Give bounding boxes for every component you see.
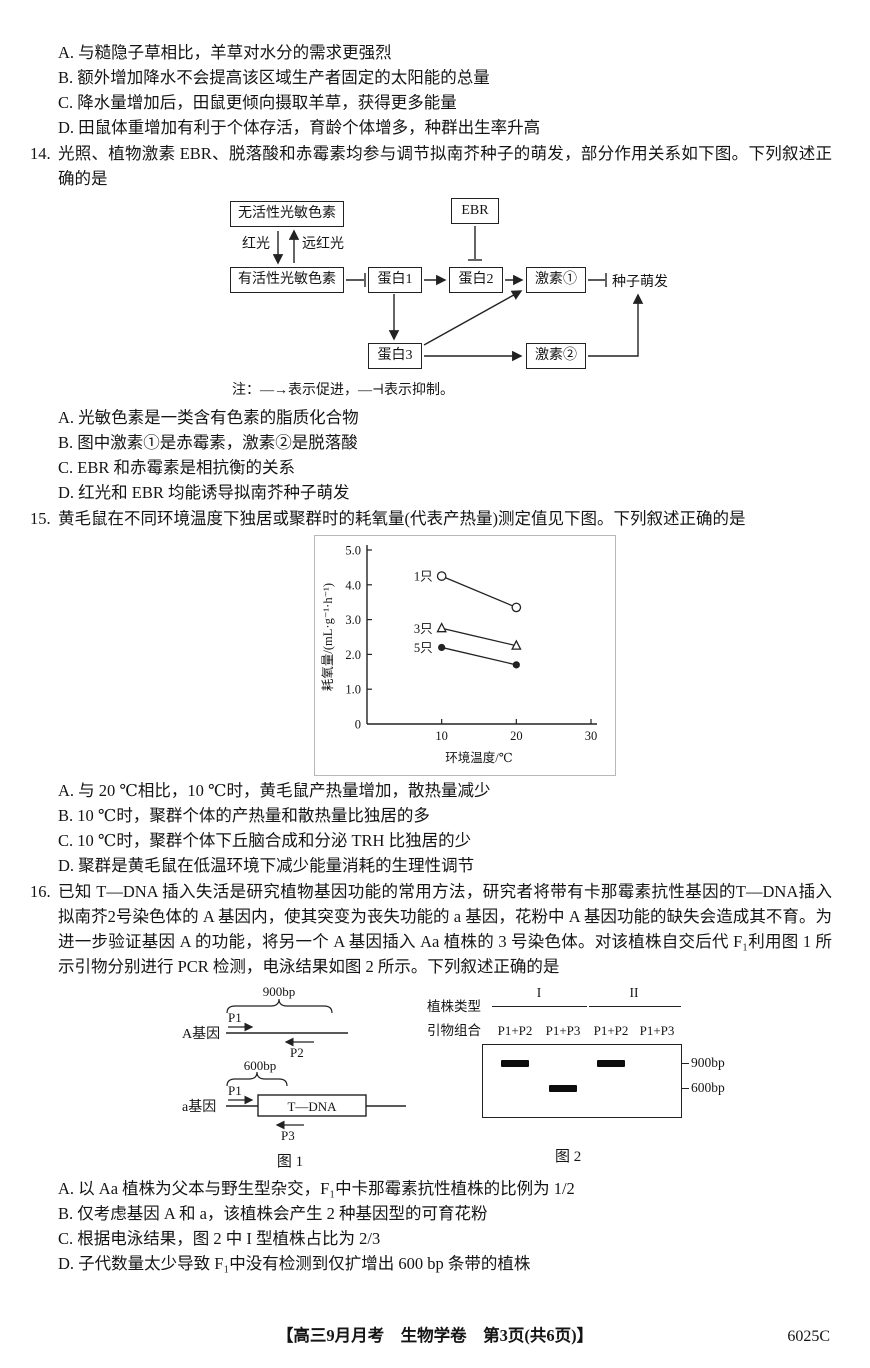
question-number: 15.: [30, 509, 51, 528]
paper-code: 6025C: [787, 1328, 830, 1345]
oxygen-consumption-chart-frame: 0 1.0 2.0 3.0 4.0 5.0 10 20 30 环境温度/℃ 耗氧量/(mL·g⁻¹·…: [314, 535, 616, 776]
group-I-line: [492, 1006, 587, 1008]
label-p2: P2: [290, 1045, 304, 1060]
svg-text:耗氧量/(mL·g⁻¹·h⁻¹): 耗氧量/(mL·g⁻¹·h⁻¹): [321, 583, 335, 691]
svg-text:0: 0: [355, 718, 361, 732]
question-16-figures: 900bp P1 A基因 P2 600bp P1 a基因 T—DNA: [182, 984, 832, 1174]
box-inactive-phytochrome: 无活性光敏色素: [230, 201, 344, 227]
question-15-options: A. 与 20 ℃相比，10 ℃时，黄毛鼠产热量增加，散热量减少 B. 10 ℃…: [58, 778, 832, 878]
label-tdna: T—DNA: [287, 1099, 337, 1114]
label-gene-a: a基因: [182, 1098, 216, 1115]
svg-text:1.0: 1.0: [345, 683, 361, 697]
figure-2-caption: 图 2: [555, 1149, 582, 1165]
box-protein1: 蛋白1: [368, 267, 422, 293]
question-number: 14.: [30, 144, 51, 163]
option-13a: A. 与糙隐子草相比，羊草对水分的需求更强烈: [58, 43, 392, 62]
svg-text:环境温度/℃: 环境温度/℃: [445, 750, 512, 765]
group-label-I: I: [536, 985, 542, 1000]
option-14c: C. EBR 和赤霉素是相抗衡的关系: [58, 458, 295, 477]
page-footer: 【高三9月月考 生物学卷 第3页(共6页)】 6025C: [0, 1323, 870, 1348]
svg-text:3只: 3只: [414, 622, 433, 636]
gel-marker-tick-600: [682, 1088, 689, 1090]
question-16-options: A. 以 Aa 植株为父本与野生型杂交，F₁中卡那霉素抗性植株的比例为 1/2 …: [58, 1176, 832, 1276]
figure-1-caption: 图 1: [277, 1153, 303, 1170]
gel-box: [482, 1044, 682, 1118]
svg-text:4.0: 4.0: [345, 578, 361, 592]
marker-label-900bp: 900bp: [691, 1055, 725, 1070]
svg-text:5.0: 5.0: [345, 544, 361, 558]
gel-band-900bp: [597, 1060, 625, 1067]
question-stem: 黄毛鼠在不同环境温度下独居或聚群时的耗氧量(代表产热量)测定值见下图。下列叙述正…: [58, 509, 746, 528]
option-15a: A. 与 20 ℃相比，10 ℃时，黄毛鼠产热量增加，散热量减少: [58, 781, 491, 800]
svg-text:1只: 1只: [414, 570, 433, 584]
option-14b: B. 图中激素①是赤霉素，激素②是脱落酸: [58, 433, 358, 452]
option-16c: C. 根据电泳结果，图 2 中 I 型植株占比为 2/3: [58, 1229, 381, 1248]
question-14-options: A. 光敏色素是一类含有色素的脂质化合物 B. 图中激素①是赤霉素，激素②是脱落…: [58, 405, 832, 505]
oxygen-consumption-chart: 0 1.0 2.0 3.0 4.0 5.0 10 20 30 环境温度/℃ 耗氧量/(mL·g⁻¹·…: [321, 544, 598, 766]
label-far-red-light: 远红光: [302, 237, 344, 252]
group-label-II: II: [629, 985, 639, 1000]
option-16d: D. 子代数量太少导致 F₁中没有检测到仅扩增出 600 bp 条带的植株: [58, 1254, 531, 1273]
lane-header-4: P1+P3: [639, 1023, 675, 1038]
label-900bp: 900bp: [263, 984, 296, 999]
brace-600bp: [226, 1071, 288, 1087]
label-600bp: 600bp: [244, 1058, 277, 1073]
pathway-arrows: [272, 226, 644, 362]
lane-header-3: P1+P2: [593, 1023, 629, 1038]
label-p1: P1: [228, 1010, 242, 1025]
box-active-phytochrome: 有活性光敏色素: [230, 267, 344, 293]
option-13c: C. 降水量增加后，田鼠更倾向摄取羊草，获得更多能量: [58, 93, 457, 112]
option-13b: B. 额外增加降水不会提高该区域生产者固定的太阳能的总量: [58, 68, 490, 87]
option-13d: D. 田鼠体重增加有利于个体存活，育龄个体增多，种群出生率升高: [58, 118, 541, 137]
option-16b: B. 仅考虑基因 A 和 a，该植株会产生 2 种基因型的可育花粉: [58, 1204, 488, 1223]
gel-band-600bp: [549, 1085, 577, 1092]
diagram-legend-note: 注：—→表示促进，—⊣表示抑制。: [232, 383, 455, 398]
question-stem: 已知 T—DNA 插入失活是研究植物基因功能的常用方法，研究者将带有卡那霉素抗性…: [58, 882, 832, 976]
option-16a: A. 以 Aa 植株为父本与野生型杂交，F₁中卡那霉素抗性植株的比例为 1/2: [58, 1179, 575, 1198]
label-gene-A: A基因: [182, 1025, 220, 1042]
option-15c: C. 10 ℃时，聚群个体下丘脑合成和分泌 TRH 比独居的少: [58, 831, 472, 850]
figure-2: 植株类型 I II 引物组合 P1+P2 P1+P3 P1+P2 P1+P3 9…: [427, 984, 739, 1174]
label-germination: 种子萌发: [612, 275, 668, 290]
question-13-options: A. 与糙隐子草相比，羊草对水分的需求更强烈 B. 额外增加降水不会提高该区域生…: [30, 40, 832, 140]
question-15: 15. 黄毛鼠在不同环境温度下独居或聚群时的耗氧量(代表产热量)测定值见下图。下…: [30, 506, 832, 878]
question-14: 14. 光照、植物激素 EBR、脱落酸和赤霉素均参与调节拟南芥种子的萌发，部分作…: [30, 141, 832, 505]
figure-1: 900bp P1 A基因 P2 600bp P1 a基因 T—DNA: [182, 984, 412, 1174]
box-protein3: 蛋白3: [368, 343, 422, 369]
svg-text:30: 30: [585, 729, 598, 743]
gel-marker-tick-900: [682, 1063, 689, 1065]
lane-header-2: P1+P3: [545, 1023, 581, 1038]
svg-text:20: 20: [510, 729, 523, 743]
question-stem: 光照、植物激素 EBR、脱落酸和赤霉素均参与调节拟南芥种子的萌发，部分作用关系如…: [58, 144, 832, 188]
row-label-plant-type: 植株类型: [427, 999, 481, 1014]
marker-label-600bp: 600bp: [691, 1080, 725, 1095]
gel-band-900bp: [501, 1060, 529, 1067]
box-protein2: 蛋白2: [449, 267, 503, 293]
group-II-line: [589, 1006, 681, 1008]
option-14a: A. 光敏色素是一类含有色素的脂质化合物: [58, 408, 359, 427]
option-15b: B. 10 ℃时，聚群个体的产热量和散热量比独居的多: [58, 806, 430, 825]
brace-900bp: [226, 998, 333, 1014]
svg-text:10: 10: [435, 729, 448, 743]
footer-title: 【高三9月月考 生物学卷 第3页(共6页)】: [276, 1326, 594, 1345]
option-15d: D. 聚群是黄毛鼠在低温环境下减少能量消耗的生理性调节: [58, 856, 475, 875]
svg-text:2.0: 2.0: [345, 648, 361, 662]
label-p1b: P1: [228, 1083, 242, 1098]
lane-header-1: P1+P2: [497, 1023, 533, 1038]
svg-text:5只: 5只: [414, 641, 433, 655]
option-14d: D. 红光和 EBR 均能诱导拟南芥种子萌发: [58, 483, 350, 502]
question-number: 16.: [30, 882, 51, 901]
question-16: 16. 已知 T—DNA 插入失活是研究植物基因功能的常用方法，研究者将带有卡那…: [30, 879, 832, 1276]
box-hormone2: 激素②: [526, 343, 586, 369]
label-p3: P3: [281, 1128, 295, 1143]
label-red-light: 红光: [242, 237, 270, 252]
svg-text:3.0: 3.0: [345, 613, 361, 627]
box-hormone1: 激素①: [526, 267, 586, 293]
row-label-primer-combo: 引物组合: [427, 1023, 481, 1038]
hormone-pathway-diagram: 无活性光敏色素 EBR 红光 远红光 有活性光敏色素 蛋白1 蛋白2 激素① 种…: [230, 195, 700, 403]
box-ebr: EBR: [451, 198, 499, 224]
primer-map: 900bp P1 A基因 P2 600bp P1 a基因 T—DNA: [182, 984, 406, 1170]
